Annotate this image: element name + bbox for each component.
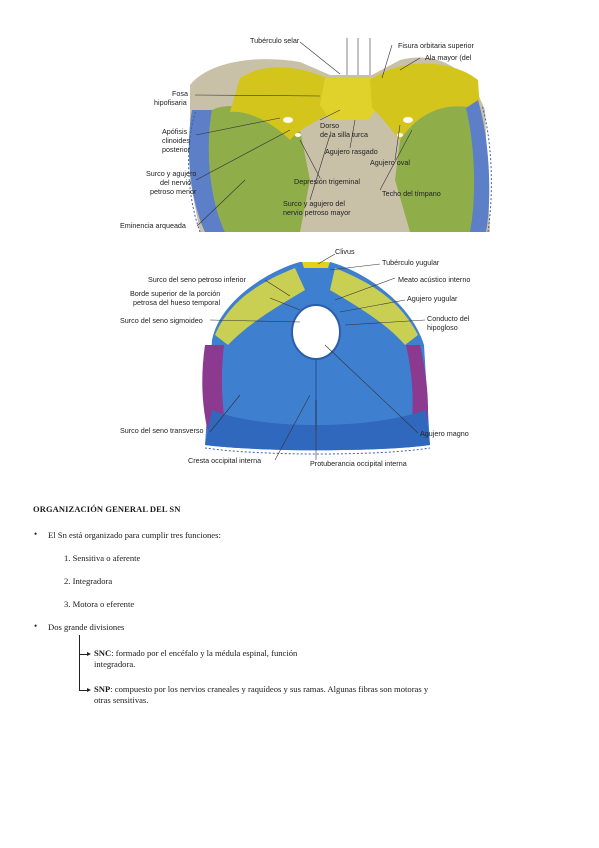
arrow-snp-line <box>79 690 88 691</box>
bullet-marker: • <box>34 621 38 631</box>
label-fisura-orbitaria: Fisura orbitaria superior <box>398 41 475 50</box>
bullet-functions: El Sn está organizado para cumplir tres … <box>48 530 221 540</box>
label-surco-mayor-2: nervio petroso mayor <box>283 208 351 217</box>
cranial-fossa-illustration <box>188 57 492 233</box>
snp-text-1: : compuesto por los nervios craneales y … <box>110 684 429 694</box>
leader-lines <box>194 38 421 227</box>
middle-cranial-fossa-figure: Tubérculo selar Fisura orbitaria superio… <box>120 36 492 233</box>
function-item-1: 1. Sensitiva o aferente <box>64 553 141 563</box>
label-borde-2: petrosa del hueso temporal <box>133 298 221 307</box>
label-agujero-yugular: Agujero yugular <box>407 294 458 303</box>
label-surco-3: petroso menor <box>150 187 197 196</box>
label-surco-mayor-1: Surco y agujero del <box>283 199 345 208</box>
snp-description: SNP: compuesto por los nervios craneales… <box>94 684 564 706</box>
label-meato-acustico: Meato acústico interno <box>398 275 470 284</box>
label-clinoides: clinoides <box>162 136 190 145</box>
label-fosa: Fosa <box>172 89 188 98</box>
snp-text-2: otras sensitivas. <box>94 695 149 705</box>
label-hipofisaria: hipofisaria <box>154 98 187 107</box>
function-item-2: 2. Integradora <box>64 576 113 586</box>
leader-lines-bottom <box>209 253 426 461</box>
label-surco-1: Surco y agujero <box>146 169 196 178</box>
label-ala-mayor: Ala mayor (del <box>425 53 472 62</box>
label-surco-petroso-inferior: Surco del seno petroso inferior <box>148 275 246 284</box>
snp-term: SNP <box>94 684 111 694</box>
label-agujero-rasgado: Agujero rasgado <box>325 147 378 156</box>
label-apofisis: Apófisis <box>162 127 188 136</box>
label-protuberancia-occipital: Protuberancia occipital interna <box>310 459 407 468</box>
label-surco-sigmoideo: Surco del seno sigmoideo <box>120 316 203 325</box>
label-agujero-oval: Agujero oval <box>370 158 410 167</box>
label-surco-2: del nervio <box>160 178 191 187</box>
label-eminencia-arqueada: Eminencia arqueada <box>120 221 186 230</box>
snc-description: SNC: formado por el encéfalo y la médula… <box>94 648 297 670</box>
arrow-snc-head <box>87 651 91 656</box>
snc-text-1: : formado por el encéfalo y la médula es… <box>111 648 298 658</box>
label-dorso-1: Dorso <box>320 121 339 130</box>
label-borde-1: Borde superior de la porción <box>130 289 220 298</box>
label-agujero-magno: Agujero magno <box>420 429 469 438</box>
snc-text-2: integradora. <box>94 659 136 669</box>
label-clivus: Clivus <box>335 247 355 256</box>
function-item-3: 3. Motora o eferente <box>64 599 135 609</box>
posterior-fossa-illustration <box>202 262 431 455</box>
label-posterior: posterior <box>162 145 191 154</box>
section-heading: ORGANIZACIÓN GENERAL DEL SN <box>33 504 181 514</box>
arrow-snc-line <box>79 654 88 655</box>
label-techo-timpano: Techo del tímpano <box>382 189 441 198</box>
snc-term: SNC <box>94 648 112 658</box>
posterior-cranial-fossa-figure: Clivus Tubérculo yugular Meato acústico … <box>120 247 470 468</box>
label-cresta-occipital: Cresta occipital interna <box>188 456 261 465</box>
bullet-marker: • <box>34 529 38 539</box>
label-conducto-2: hipogloso <box>427 323 458 332</box>
label-dorso-2: de la silla turca <box>320 130 368 139</box>
label-depresion-trigeminal: Depresión trigeminal <box>294 177 360 186</box>
arrow-connector <box>79 635 80 690</box>
bullet-divisions: Dos grande divisiones <box>48 622 125 632</box>
label-conducto-1: Conducto del <box>427 314 470 323</box>
label-tuberculo-yugular: Tubérculo yugular <box>382 258 440 267</box>
label-surco-transverso: Surco del seno transverso <box>120 426 204 435</box>
arrow-snp-head <box>87 687 91 692</box>
label-tuberculo-selar: Tubérculo selar <box>250 36 300 45</box>
